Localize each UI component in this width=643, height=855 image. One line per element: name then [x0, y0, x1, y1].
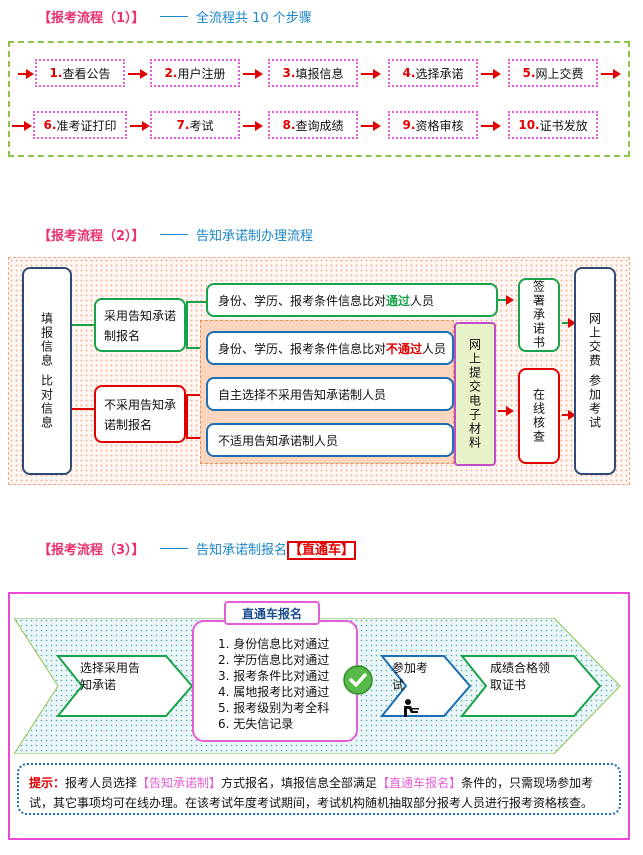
- tip-box: 提示：报考人员选择【告知承诺制】方式报名，填报信息全部满足【直通车报名】条件的，…: [17, 763, 621, 815]
- section2-title-rule: [160, 234, 188, 235]
- flow-arrow: [130, 121, 150, 131]
- fail-row: 身份、学历、报考条件信息比对不通过人员: [206, 331, 454, 365]
- connector: [72, 408, 94, 410]
- step-5: 5.网上交费: [508, 59, 598, 87]
- flow-arrow: [481, 121, 501, 131]
- step-8: 8.查询成绩: [268, 111, 358, 139]
- condition-6: 6. 无失信记录: [218, 717, 294, 731]
- flow-arrow: [601, 69, 621, 79]
- condition-1: 1. 身份信息比对通过: [218, 637, 330, 651]
- examinee-icon: [404, 699, 419, 717]
- flow-arrow: [498, 295, 514, 305]
- condition-5: 5. 报考级别为考全科: [218, 701, 330, 715]
- pass-row: 身份、学历、报考条件信息比对通过人员: [206, 283, 498, 317]
- pay-and-exam-box: 网上交费 参加考试: [574, 267, 616, 475]
- step-10: 10.证书发放: [508, 111, 598, 139]
- not-adopt-box: 不采用告知承诺制报名: [94, 385, 186, 443]
- section2-title: 【报考流程（2）】: [38, 229, 145, 244]
- fill-compare-box: 填报信息 比对信息: [22, 267, 72, 475]
- step-6: 6.准考证打印: [33, 111, 127, 139]
- section1-subtitle: 全流程共 10 个步骤: [196, 11, 312, 26]
- flow-arrow: [481, 69, 501, 79]
- submit-materials-box: 网上提交电子材料: [454, 322, 496, 466]
- condition-4: 4. 属地报考比对通过: [218, 685, 330, 699]
- flow-arrow: [243, 121, 263, 131]
- not-apply-row: 不适用告知承诺制人员: [206, 423, 454, 457]
- flow-arrow: [361, 121, 381, 131]
- connector: [186, 347, 206, 349]
- connector: [186, 301, 188, 349]
- step-4: 4.选择承诺: [388, 59, 478, 87]
- condition-2: 2. 学历信息比对通过: [218, 653, 330, 667]
- connector: [186, 394, 206, 396]
- flow-arrow: [498, 406, 514, 416]
- exam-label: 参加考试: [392, 661, 429, 692]
- section3-subtitle: 告知承诺制报名【直通车】: [196, 541, 357, 560]
- conditions-box: 1. 身份信息比对通过 2. 学历信息比对通过 3. 报考条件比对通过 4. 属…: [192, 620, 358, 742]
- flow-arrow: [128, 69, 148, 79]
- section3-frame: [8, 592, 630, 840]
- connector: [186, 394, 188, 439]
- flow-arrow: [12, 121, 32, 131]
- step-7: 7.考试: [150, 111, 240, 139]
- section3-title: 【报考流程（3）】: [38, 543, 145, 558]
- section1-frame: [8, 41, 630, 157]
- flow-arrow: [243, 69, 263, 79]
- connector: [72, 324, 94, 326]
- step-9: 9.资格审核: [388, 111, 478, 139]
- check-circle-icon: [343, 665, 373, 695]
- condition-3: 3. 报考条件比对通过: [218, 669, 330, 683]
- step-2: 2.用户注册: [150, 59, 240, 87]
- flow-arrow: [562, 410, 576, 420]
- section1-title: 【报考流程（1）】: [38, 11, 145, 26]
- section3-title-rule: [160, 548, 188, 549]
- connector: [186, 437, 206, 439]
- connector: [186, 301, 206, 303]
- flow-arrow: [18, 69, 34, 79]
- section1-title-rule: [160, 16, 188, 17]
- adopt-box: 采用告知承诺制报名: [94, 298, 186, 352]
- flow-arrow: [562, 318, 576, 328]
- choose-pledge-label: 选择采用告知承诺: [80, 661, 141, 692]
- opt-out-row: 自主选择不采用告知承诺制人员: [206, 377, 454, 411]
- step-3: 3.填报信息: [268, 59, 358, 87]
- step-1: 1.查看公告: [35, 59, 125, 87]
- cert-label: 成绩合格领取证书: [490, 661, 551, 692]
- section2-subtitle: 告知承诺制办理流程: [196, 229, 314, 244]
- sign-pledge-box: 签署承诺书: [518, 278, 560, 352]
- online-check-box: 在线核查: [518, 368, 560, 464]
- flow-arrow: [361, 69, 381, 79]
- fast-track-badge: 直通车报名: [224, 601, 320, 625]
